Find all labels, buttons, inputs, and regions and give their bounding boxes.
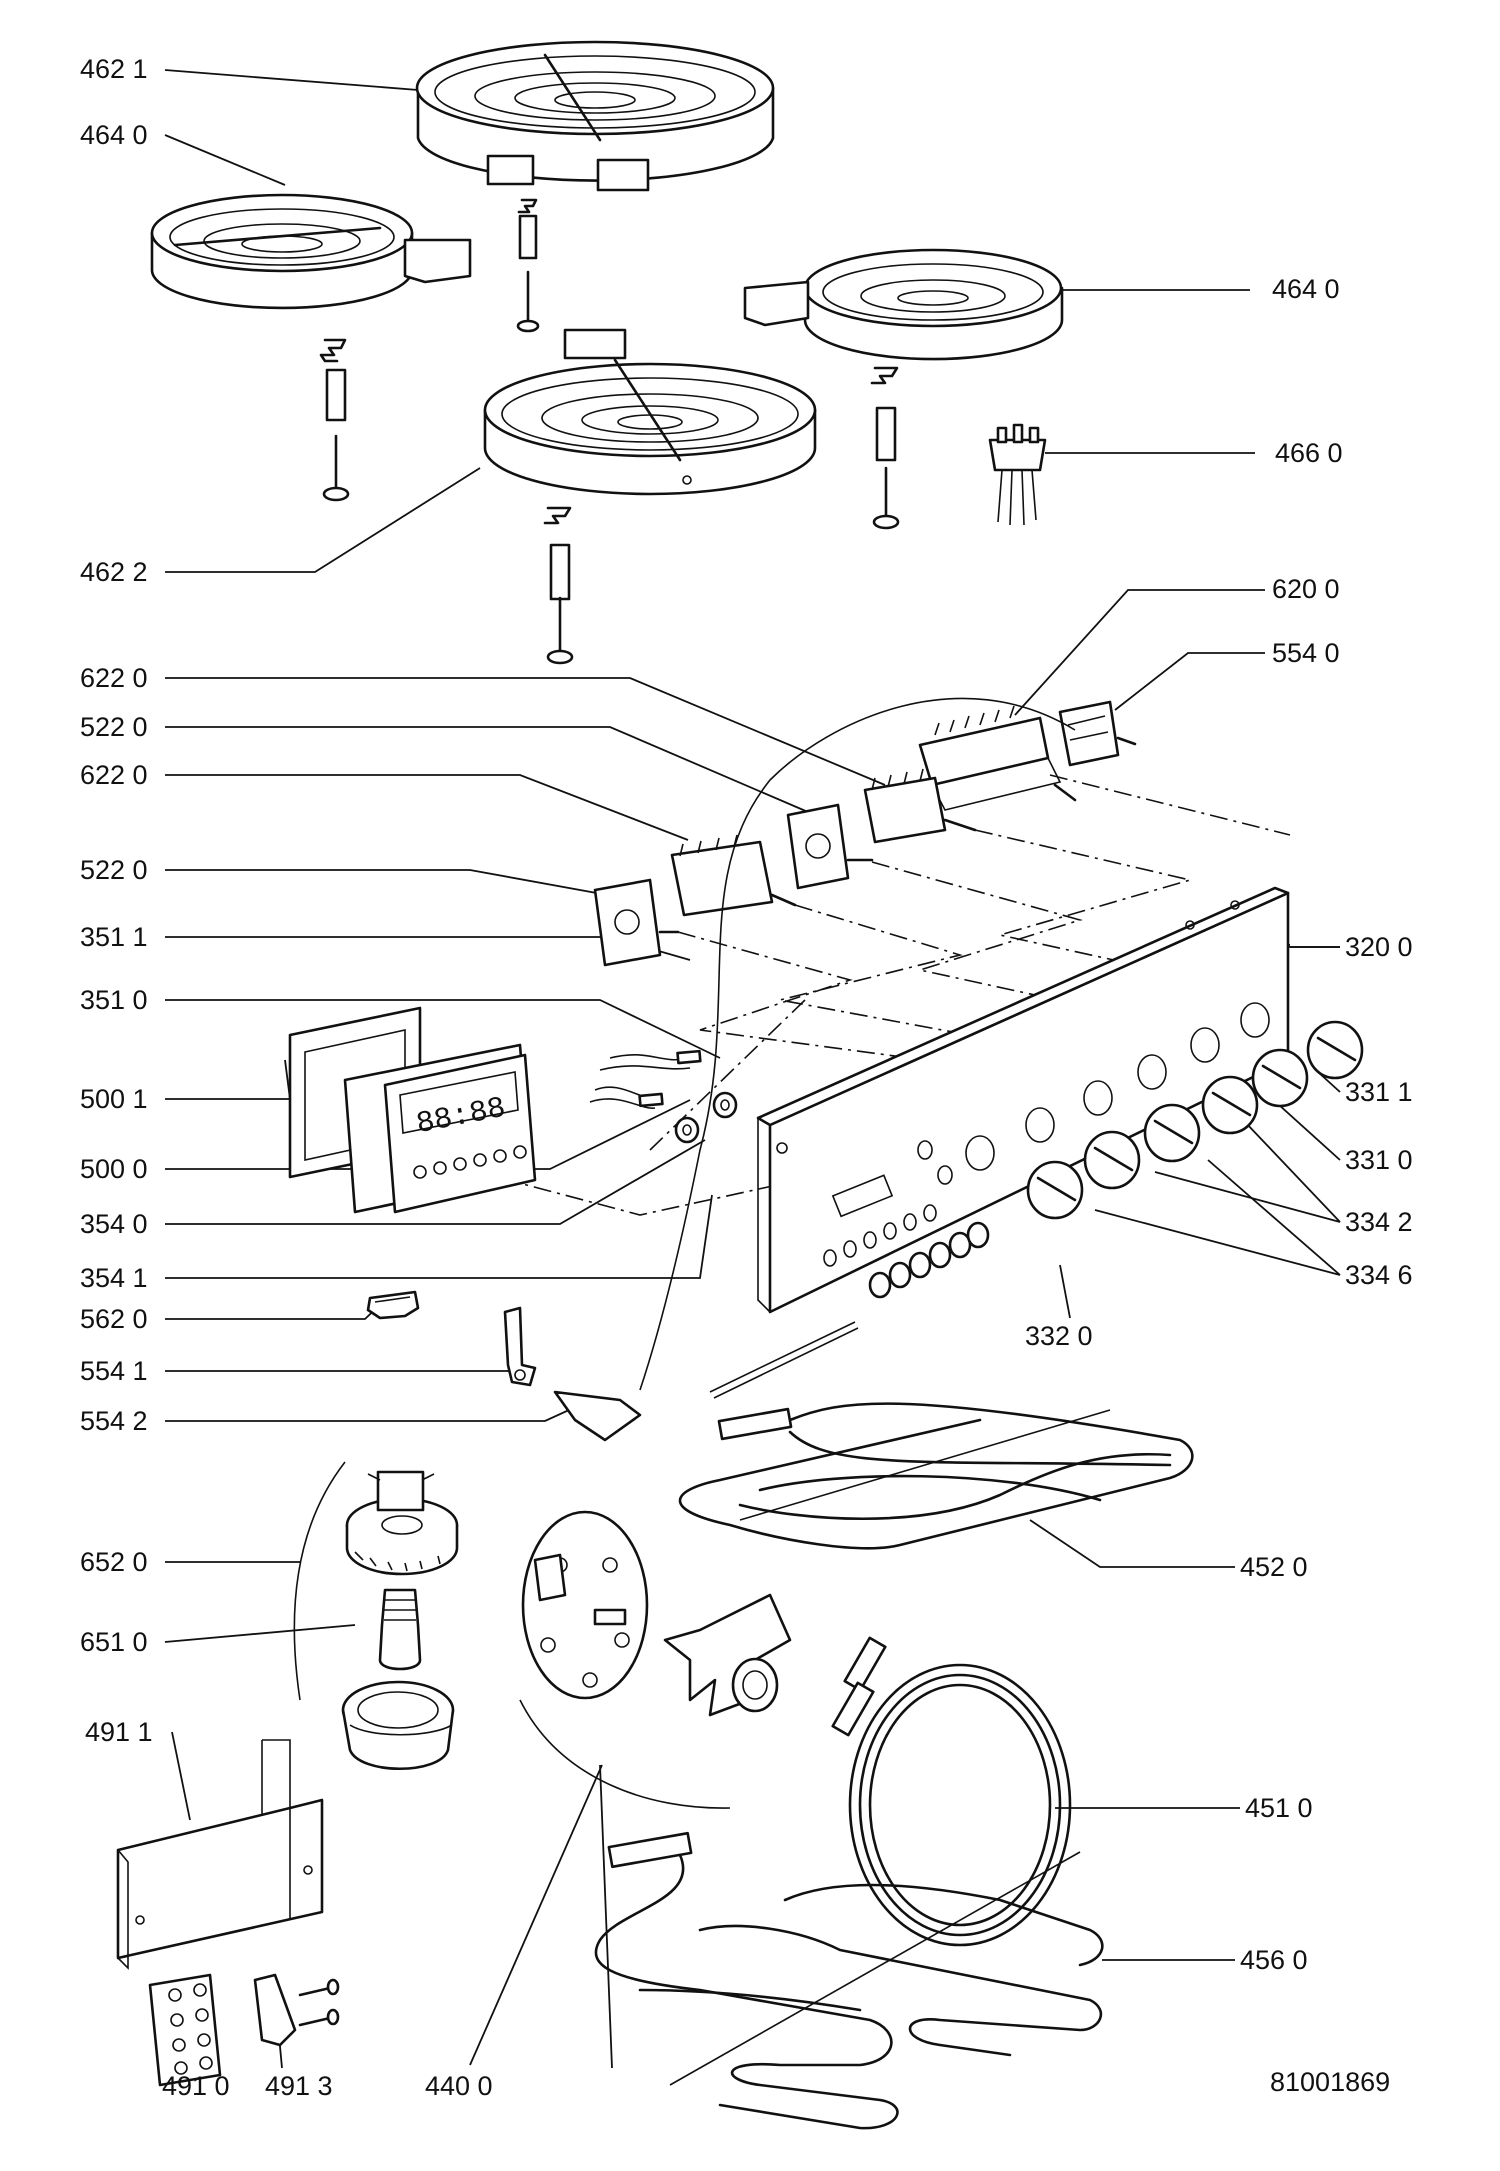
label-500-0: 500 0 (80, 1154, 148, 1184)
lamp-holder-652-0 (345, 1470, 459, 1576)
label-351-0: 351 0 (80, 985, 148, 1015)
label-331-1: 331 1 (1345, 1077, 1413, 1107)
hotplate-462-2 (483, 328, 817, 496)
control-knobs (1026, 1020, 1364, 1220)
label-620-0: 620 0 (1272, 574, 1340, 604)
fan-blade (663, 1593, 792, 1717)
connector-466-0 (988, 423, 1047, 526)
label-354-1: 354 1 (80, 1263, 148, 1293)
label-652-0: 652 0 (80, 1547, 148, 1577)
knob-331-0 (1251, 1048, 1309, 1108)
grill-element-452-0 (678, 1402, 1194, 1550)
label-440-0: 440 0 (425, 2071, 493, 2101)
thermostat-554-0 (1058, 700, 1137, 767)
knob-334-2-a (1083, 1130, 1141, 1190)
ring-element-451-0 (831, 1636, 1072, 1947)
label-622-0-b: 622 0 (80, 760, 148, 790)
label-334-6: 334 6 (1345, 1260, 1413, 1290)
bracket-554-1 (503, 1306, 537, 1387)
switch-620-0 (918, 705, 1077, 811)
fan-motor-440-0 (521, 1510, 792, 1717)
sensor-554-2 (553, 1390, 642, 1442)
label-522-0-b: 522 0 (80, 855, 148, 885)
label-500-1: 500 1 (80, 1084, 148, 1114)
control-panel-320-0 (756, 886, 1290, 1314)
knob-334-2-b (1201, 1075, 1259, 1135)
grommets-354 (674, 1091, 738, 1144)
label-554-0: 554 0 (1272, 638, 1340, 668)
push-buttons-332-0 (868, 1221, 990, 1299)
label-622-0-a: 622 0 (80, 663, 148, 693)
label-354-0: 354 0 (80, 1209, 148, 1239)
switch-622-0-lower (670, 834, 797, 917)
bracket-491-1 (116, 1739, 324, 1970)
label-456-0: 456 0 (1240, 1945, 1308, 1975)
part-labels: 462 1 464 0 464 0 466 0 462 2 620 0 554 … (80, 54, 1413, 2101)
label-334-2: 334 2 (1345, 1207, 1413, 1237)
cables-351 (589, 1049, 702, 1109)
hotplate-462-1 (415, 40, 775, 192)
lamp-cover (341, 1680, 455, 1771)
label-491-0: 491 0 (162, 2071, 230, 2101)
regulator-522-0-upper (786, 803, 874, 890)
terminal-block-491-0 (148, 1973, 222, 2087)
label-651-0: 651 0 (80, 1627, 148, 1657)
label-464-0-left: 464 0 (80, 120, 148, 150)
clamp-491-3 (253, 1973, 340, 2047)
label-554-2: 554 2 (80, 1406, 148, 1436)
fan-bracket-arc (519, 1699, 731, 1809)
label-462-2: 462 2 (80, 557, 148, 587)
capillary-tube (639, 697, 1076, 1391)
label-462-1: 462 1 (80, 54, 148, 84)
switch-622-0-upper (863, 768, 977, 844)
label-331-0: 331 0 (1345, 1145, 1413, 1175)
regulator-522-0-lower (593, 878, 680, 967)
probe-rod (709, 1321, 859, 1399)
bulb-651-0 (378, 1588, 422, 1671)
label-522-0-a: 522 0 (80, 712, 148, 742)
timer-display-500-0: 88:88 (343, 1043, 537, 1214)
knob-331-1 (1306, 1020, 1364, 1080)
drawing-number: 81001869 (1270, 2067, 1390, 2097)
hotplate-464-0-right (743, 248, 1064, 361)
mounting-screw-stacks (319, 198, 900, 665)
label-320-0: 320 0 (1345, 932, 1413, 962)
lamp-bracket-arc (293, 1461, 346, 1701)
label-452-0: 452 0 (1240, 1552, 1308, 1582)
label-464-0-right: 464 0 (1272, 274, 1340, 304)
label-351-1: 351 1 (80, 922, 148, 952)
clip-562-0 (366, 1290, 420, 1320)
label-491-1: 491 1 (85, 1717, 153, 1747)
knob-334-6-a (1026, 1160, 1084, 1220)
knob-334-6-b (1143, 1103, 1201, 1163)
bottom-element-456-0 (594, 1831, 1104, 2130)
hotplate-464-0-left (150, 193, 472, 310)
label-332-0: 332 0 (1025, 1321, 1093, 1351)
leader-lines (164, 69, 1341, 2069)
label-451-0: 451 0 (1245, 1793, 1313, 1823)
label-491-3: 491 3 (265, 2071, 333, 2101)
label-562-0: 562 0 (80, 1304, 148, 1334)
label-466-0: 466 0 (1275, 438, 1343, 468)
label-554-1: 554 1 (80, 1356, 148, 1386)
